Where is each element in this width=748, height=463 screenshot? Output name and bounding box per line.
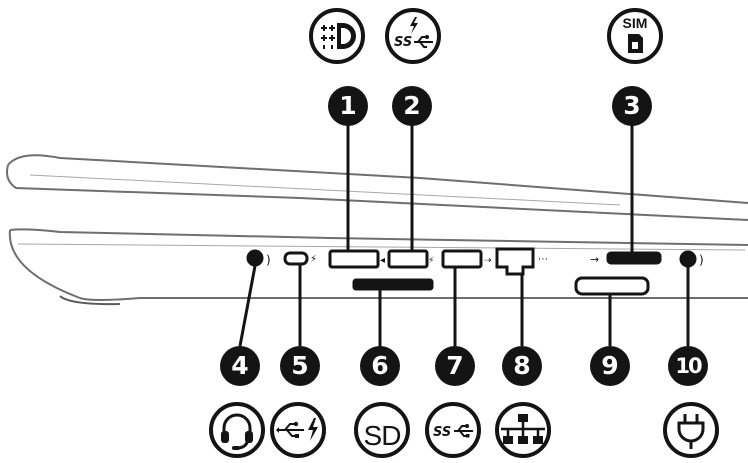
headphone-icon <box>209 402 265 458</box>
sim-label: SIM <box>622 15 648 31</box>
callout-4: 4 <box>220 346 260 386</box>
svg-text:SS: SS <box>394 35 412 50</box>
usb3-port <box>441 249 483 269</box>
callout-3: 3 <box>612 86 652 126</box>
sd-card-icon: SD <box>354 402 410 458</box>
svg-text:⚡: ⚡ <box>310 254 317 265</box>
callout-9: 9 <box>590 346 630 386</box>
usb-3-icon: SS <box>425 402 481 458</box>
sim-card-icon: SIM <box>607 8 663 64</box>
sim-slot <box>606 251 662 265</box>
power-plug-icon <box>663 402 719 458</box>
base-bottom-edge <box>8 229 748 301</box>
callout-5: 5 <box>280 346 320 386</box>
usb3-charging-port <box>387 249 429 269</box>
svg-text:◂: ◂ <box>380 255 385 266</box>
base-top-edge <box>9 228 748 246</box>
docking-connector <box>574 276 650 296</box>
svg-text:→: → <box>590 253 599 266</box>
rj45-port <box>495 247 535 276</box>
sd-slot <box>352 278 434 291</box>
callout-1: 1 <box>328 86 368 126</box>
svg-text:): ) <box>699 253 704 267</box>
displayport-port <box>328 249 380 269</box>
usb-3-charging-icon: SS <box>385 8 441 64</box>
svg-text:): ) <box>266 253 271 267</box>
headphone-jack <box>246 249 264 267</box>
callout-2: 2 <box>392 86 432 126</box>
sd-label: SD <box>363 420 402 451</box>
usb-type-c-charging-icon <box>270 402 326 458</box>
lid-top-edge <box>7 154 748 204</box>
usb-c-port <box>283 251 309 266</box>
svg-text:⚡: ⚡ <box>428 256 434 266</box>
displayport-icon <box>309 8 365 64</box>
callout-10: 10 <box>668 346 708 386</box>
lid-bottom-edge <box>6 164 748 221</box>
callout-6: 6 <box>360 346 400 386</box>
callout-8: 8 <box>502 346 542 386</box>
power-jack <box>679 250 697 268</box>
callout-7: 7 <box>435 346 475 386</box>
svg-text:⇢: ⇢ <box>484 256 492 266</box>
svg-text:⋯: ⋯ <box>538 254 548 265</box>
rj45-network-icon <box>495 402 551 458</box>
svg-text:SS: SS <box>433 425 451 440</box>
